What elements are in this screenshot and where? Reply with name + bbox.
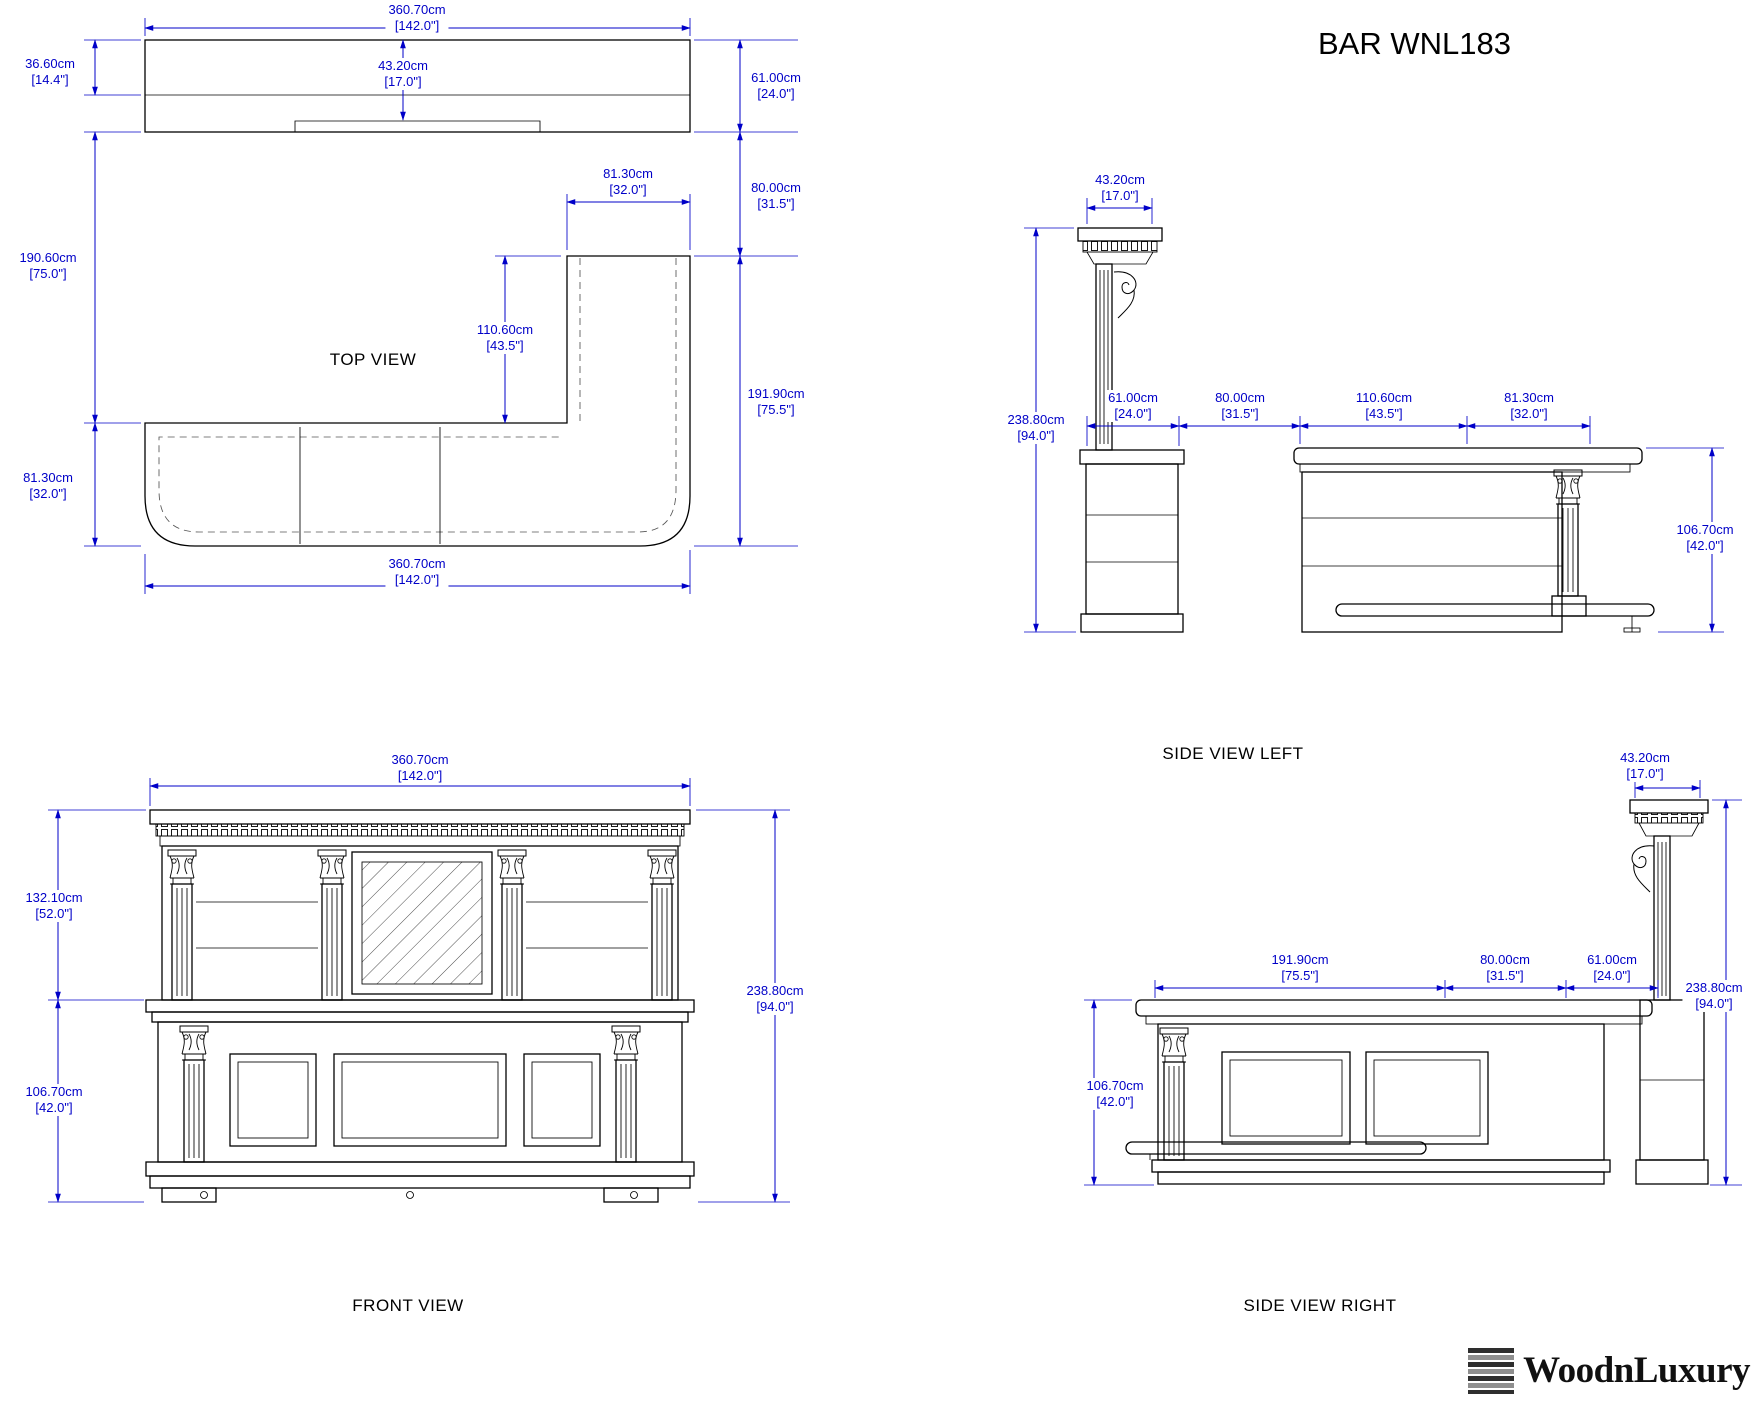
front-view-label: FRONT VIEW bbox=[350, 1296, 466, 1316]
dim-top-width-bottom: 360.70cm[142.0"] bbox=[385, 556, 449, 588]
side-view-right-dimensions bbox=[1084, 780, 1742, 1186]
front-view-drawing bbox=[145, 809, 695, 1203]
dim-top-width-top: 360.70cm[142.0"] bbox=[385, 2, 449, 34]
side-view-left-drawing bbox=[1077, 227, 1655, 633]
dim-front-upper-height: 132.10cm[52.0"] bbox=[22, 890, 86, 922]
dim-sideright-counter-length: 191.90cm[75.5"] bbox=[1268, 952, 1332, 984]
brand-logo: WoodnLuxury bbox=[1468, 1348, 1750, 1394]
dim-sideleft-counter-height: 106.70cm[42.0"] bbox=[1673, 522, 1737, 554]
dim-front-total-height: 238.80cm[94.0"] bbox=[743, 983, 807, 1015]
dim-sideright-back-bar-depth: 61.00cm[24.0"] bbox=[1584, 952, 1640, 984]
dim-sideleft-top-depth: 43.20cm[17.0"] bbox=[1092, 172, 1148, 204]
dim-sideleft-walkway: 80.00cm[31.5"] bbox=[1212, 390, 1268, 422]
dim-sideright-top-depth: 43.20cm[17.0"] bbox=[1617, 750, 1673, 782]
dim-sideright-total-height: 238.80cm[94.0"] bbox=[1682, 980, 1746, 1012]
top-view-label: TOP VIEW bbox=[327, 350, 419, 370]
dim-sideright-walkway: 80.00cm[31.5"] bbox=[1477, 952, 1533, 984]
dim-top-gap: 80.00cm[31.5"] bbox=[748, 180, 804, 212]
dim-front-width: 360.70cm[142.0"] bbox=[388, 752, 452, 784]
side-view-right-drawing bbox=[1125, 799, 1709, 1185]
dim-top-inner-length: 110.60cm[43.5"] bbox=[473, 322, 537, 354]
dim-sideright-counter-height: 106.70cm[42.0"] bbox=[1083, 1078, 1147, 1110]
dim-top-counter-depth: 43.20cm[17.0"] bbox=[375, 58, 431, 90]
dim-sideleft-counter-depth: 110.60cm[43.5"] bbox=[1352, 390, 1416, 422]
top-view-dimensions bbox=[84, 18, 798, 594]
page-title: BAR WNL183 bbox=[1318, 26, 1511, 61]
top-view-drawing bbox=[144, 39, 691, 547]
dim-top-back-depth: 61.00cm[24.0"] bbox=[748, 70, 804, 102]
dim-top-front-depth: 81.30cm[32.0"] bbox=[20, 470, 76, 502]
dim-sideleft-total-height: 238.80cm[94.0"] bbox=[1004, 412, 1068, 444]
brand-name: WoodnLuxury bbox=[1523, 1350, 1750, 1391]
dim-top-right-length: 191.90cm[75.5"] bbox=[744, 386, 808, 418]
dim-top-left-length: 190.60cm[75.0"] bbox=[16, 250, 80, 282]
side-view-right-label: SIDE VIEW RIGHT bbox=[1241, 1296, 1399, 1316]
dim-top-arm-width: 81.30cm[32.0"] bbox=[600, 166, 656, 198]
dim-top-hutch-depth: 36.60cm[14.4"] bbox=[22, 56, 78, 88]
dim-sideleft-counter-front: 81.30cm[32.0"] bbox=[1501, 390, 1557, 422]
side-view-left-dimensions bbox=[1024, 198, 1724, 633]
brand-logo-stripes-icon bbox=[1468, 1348, 1515, 1394]
dim-sideleft-back-bar-depth: 61.00cm[24.0"] bbox=[1105, 390, 1161, 422]
dim-front-counter-height: 106.70cm[42.0"] bbox=[22, 1084, 86, 1116]
side-view-left-label: SIDE VIEW LEFT bbox=[1160, 744, 1306, 764]
